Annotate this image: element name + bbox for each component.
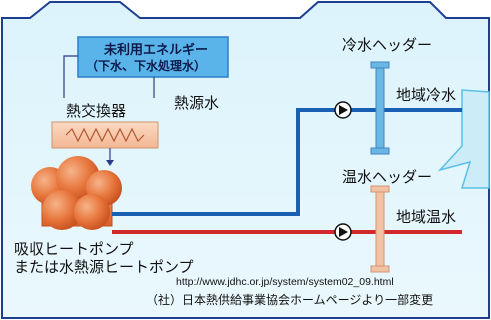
hot-pump-icon <box>334 223 352 241</box>
chilled-header-label: 冷水ヘッダー <box>342 36 433 54</box>
source-box <box>77 36 229 78</box>
source-box-title: 未利用エネルギー <box>104 43 209 58</box>
hot-header-bar <box>375 189 385 269</box>
source-box-subtitle: （下水、下水処理水） <box>86 59 207 73</box>
heat-pump-machine <box>31 156 122 230</box>
heat-pump-label-line2: または水熱源ヒートポンプ <box>14 258 194 276</box>
district-cooling-label: 地域冷水 <box>396 86 457 104</box>
district-heating-label: 地域温水 <box>396 208 457 226</box>
source-credit: （社）日本熱供給事業協会ホームページより一部変更 <box>146 293 434 307</box>
heat-source-water-label: 熱源水 <box>174 94 220 112</box>
heat-pump-label-line1: 吸収ヒートポンプ <box>14 240 134 258</box>
heat-source-loop <box>63 55 78 98</box>
callout-bubble <box>437 89 490 189</box>
hot-header-label: 温水ヘッダー <box>342 168 433 186</box>
chilled-header-bar <box>375 65 385 151</box>
heat-exchanger-label: 熱交換器 <box>66 102 127 120</box>
chilled-water-pipe <box>112 108 352 216</box>
chilled-pump-icon <box>334 101 352 119</box>
source-url: http://www.jdhc.or.jp/system/system02_09… <box>176 276 394 288</box>
heat-exchanger-coil <box>65 127 145 143</box>
